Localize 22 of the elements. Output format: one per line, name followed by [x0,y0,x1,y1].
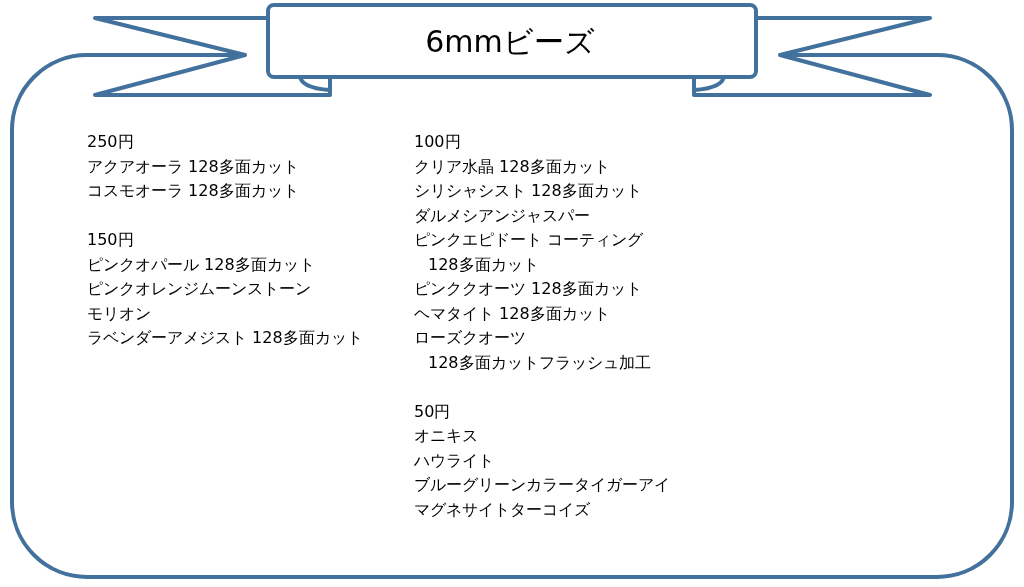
list-item: オニキス [414,425,479,447]
list-item: クリア水晶 128多面カット [414,155,611,178]
banner-title: 6mmビーズ [424,23,596,61]
price-heading: 150円 [87,229,135,251]
price-heading: 100円 [414,131,462,153]
price-heading: 50円 [414,400,452,423]
list-item: ピンクエピドート コーティング 128多面カット [414,229,645,276]
list-item: ブルーグリーンカラータイガーアイ [414,474,671,496]
list-item: モリオン [87,302,152,325]
list-item: ハウライト [414,449,495,472]
list-item: アクアオーラ 128多面カット [87,155,300,178]
list-item: シリシャシスト 128多面カット [414,180,643,202]
list-item: ダルメシアンジャスパー [414,204,591,227]
list-item: ローズクオーツ 128多面カットフラッシュ加工 [414,327,652,374]
price-heading: 250円 [87,131,135,153]
list-item: マグネサイトターコイズ [414,498,591,521]
list-item: ラベンダーアメジスト 128多面カット [87,327,364,349]
list-item: ピンククオーツ 128多面カット [414,278,643,300]
list-item: ピンクオパール 128多面カット [87,253,316,276]
list-item: コスモオーラ 128多面カット [87,180,300,202]
list-item: ヘマタイト 128多面カット [414,302,611,325]
list-item: ピンクオレンジムーンストーン [87,278,312,300]
